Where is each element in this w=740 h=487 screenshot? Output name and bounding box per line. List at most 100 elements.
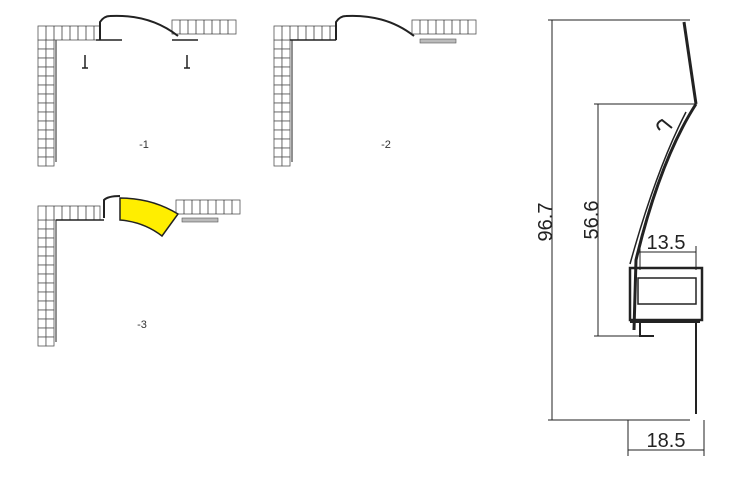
wall-brick xyxy=(37,84,47,95)
wall-brick xyxy=(273,120,283,131)
dim-channel-width: 13.5 xyxy=(647,232,686,254)
wall-brick xyxy=(37,48,47,59)
wall-brick xyxy=(45,309,55,320)
dim-line-total-height xyxy=(548,19,690,421)
wall-brick xyxy=(281,102,291,113)
step-1-screw-left xyxy=(82,55,88,69)
wall-brick xyxy=(273,39,283,50)
dim-upper-height: 56.6 xyxy=(581,201,603,240)
wall-brick xyxy=(37,282,47,293)
wall-brick xyxy=(45,147,55,158)
wall-brick xyxy=(37,111,47,122)
wall-brick xyxy=(273,129,283,140)
wall-brick xyxy=(281,156,291,167)
wall-brick xyxy=(281,84,291,95)
wall-brick xyxy=(37,156,47,167)
wall-brick xyxy=(281,111,291,122)
wall-brick xyxy=(37,273,47,284)
wall-brick xyxy=(45,75,55,86)
wall-brick xyxy=(37,318,47,329)
wall-brick xyxy=(37,66,47,77)
wall-brick xyxy=(281,129,291,140)
wall-brick xyxy=(37,264,47,275)
wall-brick xyxy=(45,39,55,50)
wall-brick xyxy=(37,309,47,320)
wall-brick xyxy=(45,318,55,329)
profile-clip xyxy=(656,118,673,131)
step-1-profile xyxy=(99,14,179,40)
wall-brick xyxy=(273,102,283,113)
wall-brick xyxy=(45,138,55,149)
wall-brick xyxy=(37,246,47,257)
wall-brick xyxy=(281,57,291,68)
step-1-ceiling-board-left xyxy=(37,25,101,41)
wall-brick xyxy=(281,147,291,158)
wall-brick xyxy=(281,39,291,50)
wall-brick xyxy=(273,93,283,104)
wall-brick xyxy=(37,255,47,266)
wall-brick xyxy=(281,75,291,86)
profile-top-flange xyxy=(682,21,698,105)
wall-brick xyxy=(37,93,47,104)
step-1-label: -1 xyxy=(139,139,149,151)
wall-brick xyxy=(37,102,47,113)
wall-brick xyxy=(45,156,55,167)
wall-brick xyxy=(45,264,55,275)
wall-brick xyxy=(273,147,283,158)
wall-brick xyxy=(45,102,55,113)
wall-brick xyxy=(45,291,55,302)
dim-total-height: 96.7 xyxy=(535,203,557,242)
wall-brick xyxy=(281,120,291,131)
dim-base-width: 18.5 xyxy=(647,430,686,452)
wall-brick xyxy=(37,327,47,338)
step-2-label: -2 xyxy=(381,139,391,151)
led-channel-inner xyxy=(637,277,697,305)
wall-brick xyxy=(45,246,55,257)
wall-brick xyxy=(45,129,55,140)
wall-brick xyxy=(37,147,47,158)
wall-brick xyxy=(273,84,283,95)
profile-curved-face xyxy=(632,103,698,331)
dim-line-channel-width xyxy=(639,246,697,270)
wall-brick xyxy=(45,219,55,230)
step-2-ceiling-board-left xyxy=(273,25,337,41)
wall-brick xyxy=(45,228,55,239)
wall-brick xyxy=(37,57,47,68)
wall-brick xyxy=(45,300,55,311)
wall-brick xyxy=(45,120,55,131)
wall-brick xyxy=(45,48,55,59)
wall-brick xyxy=(45,84,55,95)
step-3-label: -3 xyxy=(137,319,147,331)
wall-brick xyxy=(37,120,47,131)
step-2-drawing: -2 xyxy=(273,14,477,167)
wall-brick xyxy=(281,93,291,104)
dim-line-base-width xyxy=(627,420,705,456)
profile-cross-section: 96.7 56.6 13.5 18.5 xyxy=(535,19,705,456)
wall-brick xyxy=(273,57,283,68)
wall-brick xyxy=(273,66,283,77)
wall-brick xyxy=(45,327,55,338)
wall-brick xyxy=(37,300,47,311)
wall-brick xyxy=(273,111,283,122)
step-2-profile xyxy=(335,14,415,40)
wall-brick xyxy=(45,336,55,347)
led-channel xyxy=(628,266,704,322)
wall-brick xyxy=(37,138,47,149)
wall-brick xyxy=(45,273,55,284)
wall-brick xyxy=(37,336,47,347)
step-1-drawing: -1 xyxy=(37,14,237,167)
step-3-profile xyxy=(103,195,121,218)
step-1-screw-right xyxy=(184,55,190,69)
wall-brick xyxy=(37,129,47,140)
step-3-ceiling-board-left xyxy=(37,205,101,221)
dim-line-upper-height xyxy=(594,103,696,337)
wall-brick xyxy=(37,39,47,50)
wall-brick xyxy=(37,219,47,230)
wall-brick xyxy=(45,57,55,68)
wall-brick xyxy=(281,48,291,59)
wall-brick xyxy=(45,111,55,122)
wall-brick xyxy=(281,138,291,149)
wall-brick xyxy=(37,291,47,302)
wall-brick xyxy=(273,156,283,167)
